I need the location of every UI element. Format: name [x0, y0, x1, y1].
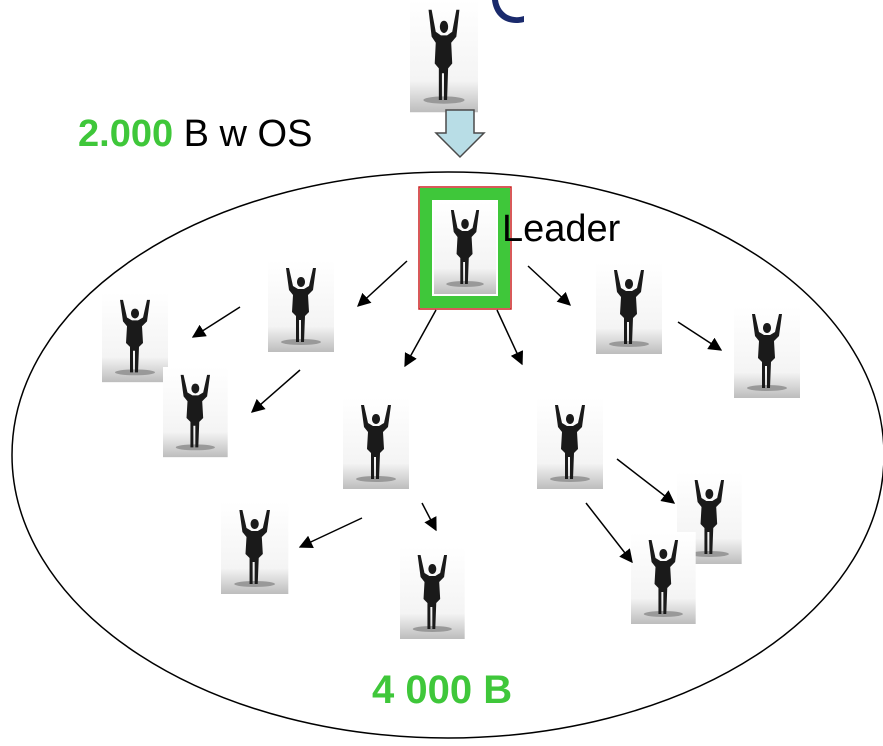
arrow: [404, 309, 437, 368]
person-icon: [102, 292, 168, 383]
arrow: [357, 260, 408, 307]
arrow: [527, 265, 571, 306]
hollow-down-arrow-icon: [434, 109, 486, 159]
arrow: [191, 306, 241, 338]
arrow: [585, 502, 633, 564]
person-icon: [631, 532, 696, 624]
leader-frame: [420, 188, 510, 308]
arrow: [250, 369, 301, 413]
top-label-text: B w OS: [173, 113, 313, 155]
bottom-label: 4 000 B: [372, 668, 513, 712]
person-icon: [343, 397, 409, 489]
leader-border: [418, 186, 512, 310]
person-icon: [268, 260, 334, 352]
person-icon: [400, 547, 465, 639]
title-fragment: [492, 0, 524, 24]
person-icon: [163, 367, 228, 458]
person-icon: [410, 0, 478, 113]
arrow: [421, 502, 437, 532]
propagation-arrows: [191, 260, 723, 564]
arrow: [616, 458, 676, 504]
arrow: [298, 517, 363, 548]
top-label-number: 2.000: [78, 113, 174, 155]
group-ellipse: [11, 171, 883, 739]
leader-person-icon: [434, 202, 497, 294]
top-label: 2.000 B w OS: [78, 112, 312, 156]
leader-label: Leader: [502, 208, 621, 250]
person-icon: [221, 502, 289, 594]
person-icon: [537, 397, 603, 489]
person-icon: [596, 262, 662, 354]
person-icon: [734, 306, 800, 398]
arrow: [677, 321, 723, 351]
arrow: [496, 309, 524, 366]
